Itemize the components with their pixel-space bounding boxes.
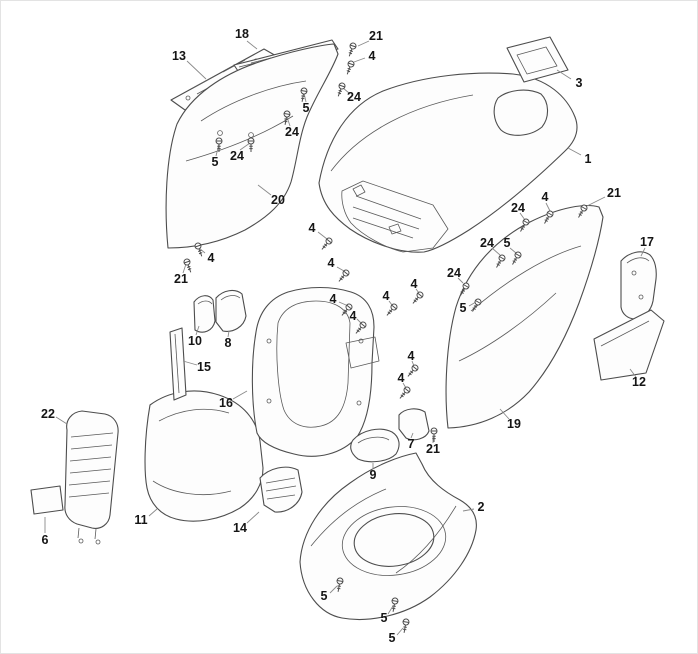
part-callout-24: 24: [230, 148, 244, 163]
part-callout-5: 5: [320, 588, 328, 603]
part-callout-21: 21: [426, 441, 440, 456]
part-callout-1: 1: [584, 151, 592, 166]
part-callout-4: 4: [407, 348, 415, 363]
part-callout-14: 14: [233, 520, 247, 535]
part-callout-4: 4: [308, 220, 316, 235]
part-callout-4: 4: [207, 250, 215, 265]
part-callout-19: 19: [507, 416, 521, 431]
part-callout-8: 8: [224, 335, 232, 350]
part-callout-10: 10: [188, 333, 202, 348]
part-callout-22: 22: [41, 406, 55, 421]
part-callout-24: 24: [347, 89, 361, 104]
part-callout-5: 5: [388, 630, 396, 645]
part-callout-5: 5: [302, 100, 310, 115]
leader-lines: [44, 40, 646, 636]
part-7-bracket-shape: [398, 408, 430, 441]
part-callout-4: 4: [327, 255, 335, 270]
part-callout-6: 6: [41, 532, 49, 547]
part-callout-4: 4: [410, 276, 418, 291]
part-callout-4: 4: [349, 308, 357, 323]
part-callout-24: 24: [480, 235, 494, 250]
part-callout-16: 16: [219, 395, 233, 410]
part-callout-2: 2: [477, 499, 485, 514]
part-2-console-shape: [299, 452, 477, 621]
part-callout-24: 24: [511, 200, 525, 215]
part-callout-20: 20: [271, 192, 285, 207]
part-14-vent-shape: [259, 466, 303, 513]
part-11-front-apron-shape: [144, 390, 264, 522]
part-6-plate-shape: [30, 485, 64, 515]
part-8-cap-shape: [215, 289, 247, 332]
part-callout-7: 7: [407, 436, 415, 451]
part-callout-21: 21: [369, 28, 383, 43]
part-9-pod-shape: [350, 428, 400, 463]
part-callout-4: 4: [397, 370, 405, 385]
part-callout-24: 24: [285, 124, 299, 139]
part-callout-4: 4: [368, 48, 376, 63]
part-1-hood-shape: [318, 72, 578, 253]
part-callout-12: 12: [632, 374, 646, 389]
part-15-strip-shape: [169, 327, 187, 401]
part-callout-18: 18: [235, 26, 249, 41]
part-callout-4: 4: [382, 288, 390, 303]
part-callout-5: 5: [459, 300, 467, 315]
part-callout-9: 9: [369, 467, 377, 482]
part-callout-5: 5: [503, 235, 511, 250]
part-callout-11: 11: [134, 512, 148, 527]
part-10-cap-shape: [193, 295, 216, 333]
part-callout-3: 3: [575, 75, 583, 90]
part-3-frame-shape: [506, 36, 569, 83]
part-callout-15: 15: [197, 359, 211, 374]
part-19-right-side-panel-shape: [445, 205, 604, 429]
part-callout-24: 24: [447, 265, 461, 280]
part-12-plate-shape: [593, 309, 665, 381]
part-callout-13: 13: [172, 48, 186, 63]
part-callout-5: 5: [380, 610, 388, 625]
part-callout-17: 17: [640, 234, 654, 249]
part-callout-21: 21: [174, 271, 188, 286]
part-callout-4: 4: [541, 189, 549, 204]
part-callout-5: 5: [211, 154, 219, 169]
part-22-grille-shape: [64, 410, 119, 545]
part-17-bracket-shape: [620, 251, 657, 320]
part-callout-4: 4: [329, 291, 337, 306]
part-callout-21: 21: [607, 185, 621, 200]
part-16-dash-housing-shape: [251, 287, 380, 457]
